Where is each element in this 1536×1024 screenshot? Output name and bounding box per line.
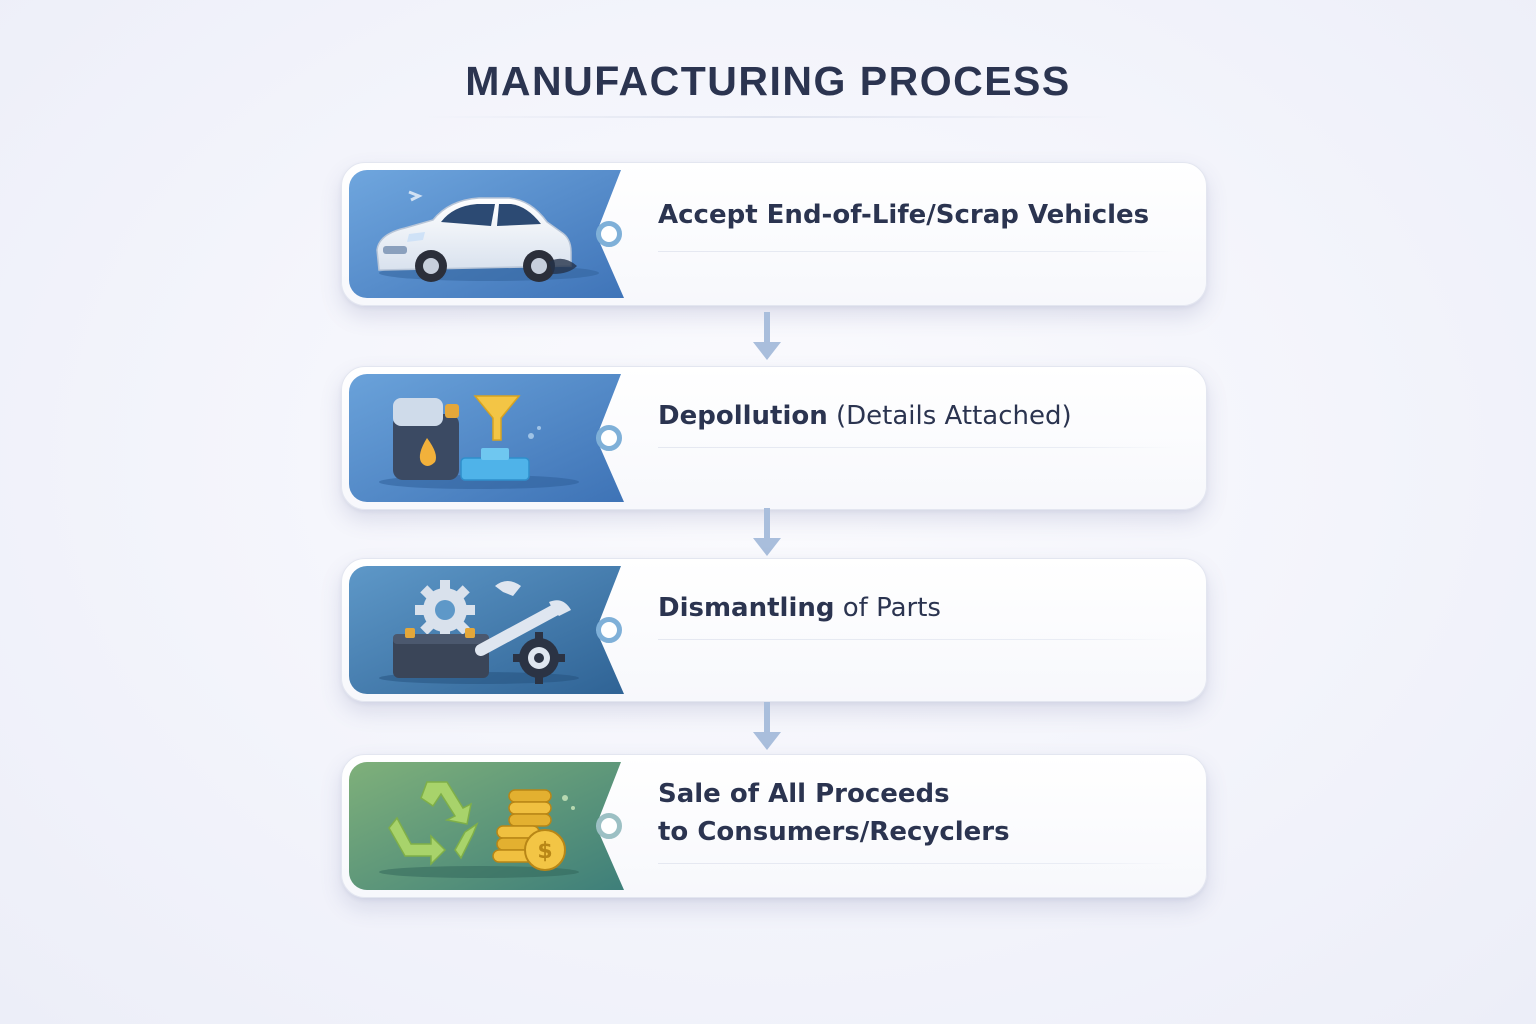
connector-dot [596,617,622,643]
step-3-label: Dismantling of Parts [658,589,941,627]
step-3-light-text: of Parts [834,593,941,623]
connector-dot [596,221,622,247]
step-card-3: Dismantling of Parts [341,558,1207,702]
step-card-4: $ Sale of All Proceeds to Consumers/Recy… [341,754,1207,898]
step-2-label: Depollution (Details Attached) [658,397,1072,435]
step-3-bold-text: Dismantling [658,593,835,623]
step-2-light-text: (Details Attached) [827,401,1072,431]
step-2-bold-text: Depollution [658,401,828,431]
step-card-1: Accept End-of-Life/Scrap Vehicles [341,162,1207,306]
step-4-line-2: to Consumers/Recyclers [658,817,1010,847]
step-4-illustration: $ [349,762,624,890]
step-1-label: Accept End-of-Life/Scrap Vehicles [658,196,1149,234]
fluid-drain-icon [349,374,624,502]
divider [658,863,1176,864]
step-4-line-1: Sale of All Proceeds [658,779,950,809]
recycle-coins-icon: $ [349,762,624,890]
arrow-down-icon [753,508,781,556]
step-1-bold-text: Accept End-of-Life/Scrap Vehicles [658,200,1150,230]
title-underline [418,116,1118,118]
step-1-illustration [349,170,624,298]
arrow-down-icon [753,312,781,360]
divider [658,639,1176,640]
step-3-illustration [349,566,624,694]
step-card-2: Depollution (Details Attached) [341,366,1207,510]
step-4-label: Sale of All Proceeds to Consumers/Recycl… [658,775,1010,851]
divider [658,447,1176,448]
svg-text:$: $ [537,839,552,864]
divider [658,251,1176,252]
arrow-down-icon [753,702,781,750]
car-icon [349,170,624,298]
tools-gears-icon [349,566,624,694]
page-title: MANUFACTURING PROCESS [465,58,1071,104]
connector-dot [596,813,622,839]
connector-dot [596,425,622,451]
step-2-illustration [349,374,624,502]
